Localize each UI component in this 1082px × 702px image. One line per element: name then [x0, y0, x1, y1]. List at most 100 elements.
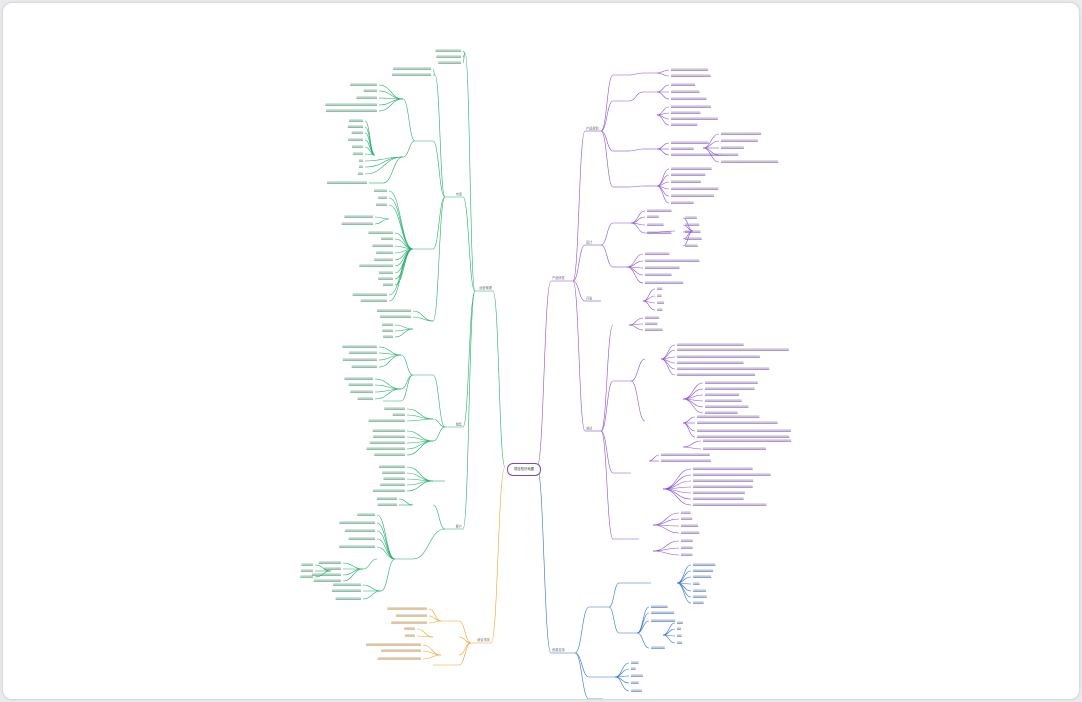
leaf-node-text[interactable]	[436, 55, 461, 57]
leaf-node-text[interactable]	[693, 485, 753, 487]
leaf-node-text[interactable]	[378, 196, 387, 198]
leaf-node-text[interactable]	[693, 582, 700, 584]
leaf-node-text[interactable]	[358, 159, 363, 161]
leaf-node-text[interactable]	[356, 96, 377, 98]
leaf-node-text[interactable]	[693, 601, 704, 603]
leaf-node-text[interactable]	[693, 563, 716, 565]
green-l2-label-1[interactable]: 销售	[456, 422, 462, 427]
leaf-node-text[interactable]	[382, 323, 393, 325]
leaf-node-text[interactable]	[681, 511, 691, 513]
leaf-node-text[interactable]	[357, 513, 375, 515]
leaf-node-text[interactable]	[677, 348, 789, 350]
leaf-node-text[interactable]	[671, 105, 711, 107]
leaf-node-text[interactable]	[379, 315, 411, 317]
leaf-node-text[interactable]	[349, 119, 363, 121]
leaf-node-text[interactable]	[661, 459, 711, 461]
leaf-node-text[interactable]	[381, 649, 421, 651]
leaf-node-text[interactable]	[671, 153, 722, 155]
leaf-node-text[interactable]	[693, 467, 753, 469]
leaf-node-text[interactable]	[350, 390, 373, 392]
leaf-node-text[interactable]	[348, 383, 373, 385]
leaf-node-text[interactable]	[347, 125, 363, 127]
leaf-node-text[interactable]	[300, 575, 313, 577]
leaf-node-text[interactable]	[671, 117, 718, 119]
leaf-node-text[interactable]	[685, 237, 702, 239]
leaf-node-text[interactable]	[378, 465, 405, 467]
leaf-node-text[interactable]	[372, 244, 393, 246]
leaf-node-text[interactable]	[374, 453, 405, 455]
blue-l1-label[interactable]: 资源支持	[552, 647, 566, 652]
leaf-node-text[interactable]	[381, 237, 393, 239]
leaf-node-text[interactable]	[693, 497, 744, 499]
leaf-node-text[interactable]	[378, 271, 393, 273]
leaf-node-text[interactable]	[631, 689, 642, 691]
leaf-node-text[interactable]	[301, 569, 313, 571]
leaf-node-text[interactable]	[339, 521, 375, 523]
leaf-node-text[interactable]	[376, 309, 411, 311]
leaf-node-text[interactable]	[657, 287, 663, 289]
leaf-node-text[interactable]	[351, 131, 363, 133]
leaf-node-text[interactable]	[373, 435, 405, 437]
green-l2-label-2[interactable]: 客户	[456, 524, 462, 529]
leaf-node-text[interactable]	[671, 83, 696, 85]
leaf-node-text[interactable]	[435, 49, 461, 51]
leaf-node-text[interactable]	[351, 145, 363, 147]
leaf-node-text[interactable]	[661, 453, 710, 455]
leaf-node-text[interactable]	[645, 328, 663, 330]
leaf-node-text[interactable]	[327, 181, 367, 183]
leaf-node-text[interactable]	[671, 194, 715, 196]
leaf-node-text[interactable]	[631, 667, 636, 669]
leaf-node-text[interactable]	[383, 477, 405, 479]
leaf-node-text[interactable]	[384, 407, 405, 409]
leaf-node-text[interactable]	[359, 264, 393, 266]
leaf-node-text[interactable]	[374, 258, 393, 260]
leaf-node-text[interactable]	[344, 529, 375, 531]
leaf-node-text[interactable]	[645, 281, 684, 283]
leaf-node-text[interactable]	[671, 180, 701, 182]
leaf-node-text[interactable]	[393, 67, 431, 69]
leaf-node-text[interactable]	[376, 203, 387, 205]
leaf-node-text[interactable]	[342, 345, 377, 347]
leaf-node-text[interactable]	[313, 579, 341, 581]
leaf-node-text[interactable]	[677, 621, 683, 623]
leaf-node-text[interactable]	[344, 377, 373, 379]
leaf-node-text[interactable]	[438, 61, 461, 63]
leaf-node-text[interactable]	[368, 419, 405, 421]
leaf-node-text[interactable]	[344, 215, 373, 217]
leaf-node-text[interactable]	[671, 147, 694, 149]
leaf-node-text[interactable]	[705, 405, 749, 407]
leaf-node-text[interactable]	[703, 447, 766, 449]
leaf-node-text[interactable]	[645, 273, 672, 275]
green-l1-label[interactable]: 运营管理	[479, 285, 493, 290]
leaf-node-text[interactable]	[685, 216, 697, 218]
leaf-node-text[interactable]	[677, 373, 756, 375]
leaf-node-text[interactable]	[693, 569, 714, 571]
leaf-node-text[interactable]	[631, 661, 639, 663]
purple-l2-label-0[interactable]: 产品规划	[586, 126, 599, 131]
leaf-node-text[interactable]	[372, 489, 405, 491]
leaf-node-text[interactable]	[697, 435, 790, 437]
leaf-node-text[interactable]	[677, 627, 682, 629]
leaf-node-text[interactable]	[671, 90, 700, 92]
leaf-node-text[interactable]	[392, 413, 405, 415]
leaf-node-text[interactable]	[697, 415, 760, 417]
orange-l1-label[interactable]: 综合事务	[477, 637, 491, 642]
leaf-node-text[interactable]	[677, 634, 682, 636]
purple-l2-label-2[interactable]: 开发	[586, 296, 593, 301]
leaf-node-text[interactable]	[348, 537, 375, 539]
leaf-node-text[interactable]	[671, 141, 709, 143]
leaf-node-text[interactable]	[647, 209, 672, 211]
leaf-node-text[interactable]	[697, 421, 778, 423]
purple-l2-label-3[interactable]: 测试	[586, 426, 593, 431]
leaf-node-text[interactable]	[657, 308, 663, 310]
leaf-node-text[interactable]	[404, 634, 415, 636]
leaf-node-text[interactable]	[366, 447, 405, 449]
leaf-node-text[interactable]	[376, 497, 397, 499]
leaf-node-text[interactable]	[360, 299, 387, 301]
leaf-node-text[interactable]	[645, 316, 660, 318]
leaf-node-text[interactable]	[357, 172, 363, 174]
leaf-node-text[interactable]	[677, 361, 744, 363]
leaf-node-text[interactable]	[631, 681, 639, 683]
leaf-node-text[interactable]	[369, 441, 405, 443]
leaf-node-text[interactable]	[681, 553, 693, 555]
